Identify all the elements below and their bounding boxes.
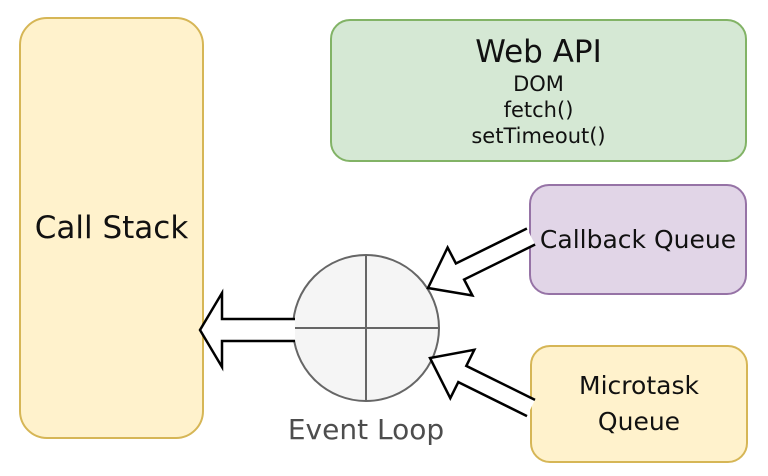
arrow-microtaskqueue-to-eventloop [428, 348, 536, 418]
microtask-queue-box: Microtask Queue [530, 345, 748, 463]
microtask-queue-label-line2: Queue [597, 407, 681, 436]
arrow-callbackqueue-to-eventloop [426, 227, 536, 298]
web-api-item-dom: DOM [513, 71, 564, 96]
event-loop-label: Event Loop [287, 413, 445, 446]
web-api-item-settimeout: setTimeout() [471, 123, 606, 148]
arrow-eventloop-to-callstack [198, 288, 295, 372]
callback-queue-label: Callback Queue [539, 225, 737, 254]
web-api-item-fetch: fetch() [503, 97, 574, 122]
call-stack-label: Call Stack [34, 210, 189, 246]
web-api-box: Web API DOM fetch() setTimeout() [330, 19, 747, 162]
call-stack-box: Call Stack [19, 17, 204, 439]
web-api-title: Web API [475, 33, 602, 70]
event-loop-circle-icon [292, 254, 440, 402]
microtask-queue-label-line1: Microtask [579, 371, 699, 400]
callback-queue-box: Callback Queue [529, 184, 747, 295]
